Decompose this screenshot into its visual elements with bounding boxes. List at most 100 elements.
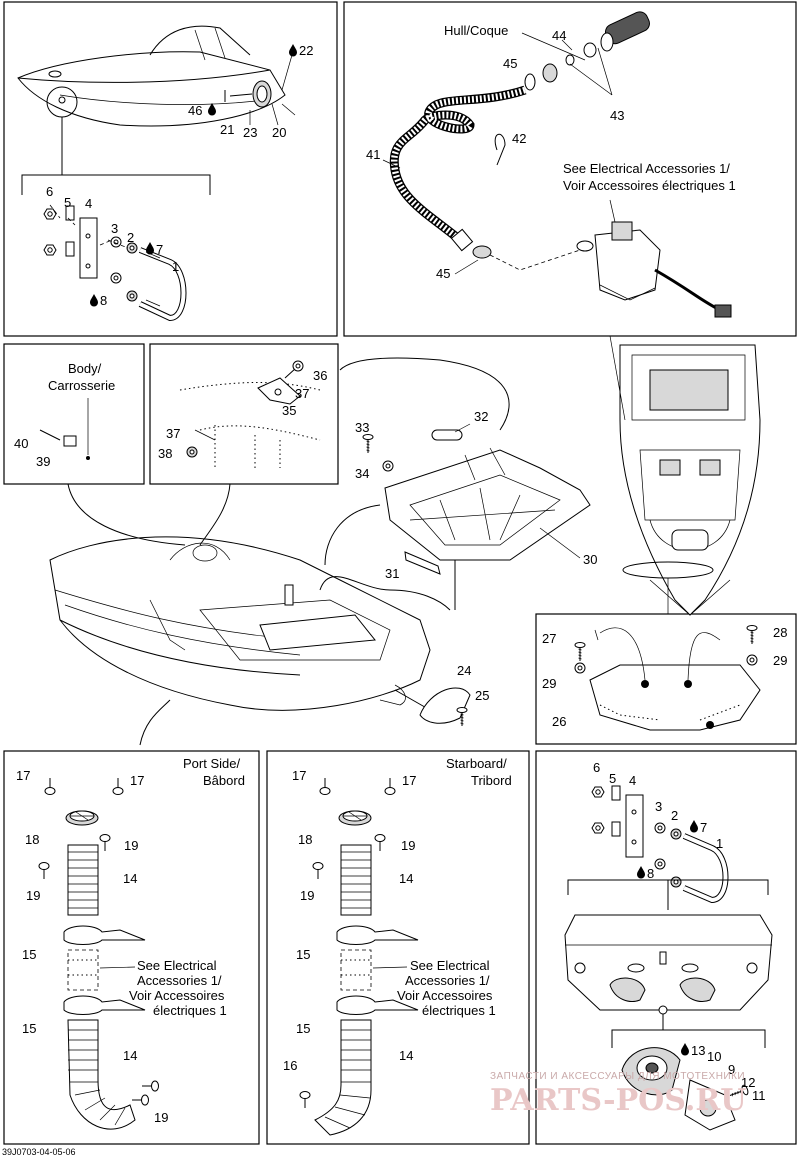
label-21: 21 [220, 122, 234, 137]
port-vent-hose [67, 844, 99, 916]
label-39: 39 [36, 454, 50, 469]
label-36: 36 [313, 368, 327, 383]
boat-body-center [49, 536, 431, 711]
label-17b: 17 [130, 773, 144, 788]
label-8: 8 [100, 293, 107, 308]
label-30: 30 [583, 552, 597, 567]
panel-hull-top-left [3, 1, 338, 337]
boat-stern-view [564, 914, 773, 1015]
label-6b: 6 [593, 760, 600, 775]
panel-bracket-inset [149, 343, 339, 485]
starboard-connector-dashed [340, 949, 372, 991]
label-44: 44 [552, 28, 566, 43]
label-45b: 45 [436, 266, 450, 281]
starboard-label-2: Tribord [471, 773, 512, 788]
label-45: 45 [503, 56, 517, 71]
starboard-label-1: Starboard/ [446, 756, 507, 771]
starboard-vent-hose [340, 844, 372, 916]
port-see-elec-1: See Electrical [137, 958, 217, 973]
thru-hull-fitting [524, 11, 650, 91]
port-lower-hose [67, 1019, 136, 1130]
panel-starboard [266, 750, 530, 1145]
port-label-2: Bâbord [203, 773, 245, 788]
boat-side-view [17, 25, 286, 127]
label-26: 26 [552, 714, 566, 729]
label-14b: 14 [123, 1048, 137, 1063]
port-see-elec-4: électriques 1 [153, 1003, 227, 1018]
label-12: 12 [741, 1075, 755, 1090]
label-23: 23 [243, 125, 257, 140]
u-bolt-assembly-bottom [591, 785, 729, 904]
electrical-label-1: See Electrical Accessories 1/ [563, 161, 730, 176]
label-35: 35 [282, 403, 296, 418]
port-connector-dashed [67, 949, 99, 991]
drain-plug-assembly [621, 1047, 750, 1131]
label-33: 33 [355, 420, 369, 435]
label-3b: 3 [655, 799, 662, 814]
label-17d: 17 [402, 773, 416, 788]
label-13: 13 [691, 1043, 705, 1058]
label-19c: 19 [154, 1110, 168, 1125]
body-label-1: Body/ [68, 361, 102, 376]
label-15d: 15 [296, 1021, 310, 1036]
storage-tray [384, 429, 591, 561]
label-14c: 14 [399, 871, 413, 886]
label-41: 41 [366, 147, 380, 162]
label-17a: 17 [16, 768, 30, 783]
watermark-line1: ЗАПЧАСТИ И АКСЕССУАРЫ ДЛЯ МОТОТЕХНИКИ [490, 1071, 745, 1082]
panel-bilge-hose [343, 1, 797, 337]
label-7: 7 [156, 242, 163, 257]
label-3: 3 [111, 221, 118, 236]
starboard-see-elec-4: électriques 1 [422, 1003, 496, 1018]
label-8b: 8 [647, 866, 654, 881]
label-28: 28 [773, 625, 787, 640]
label-40: 40 [14, 436, 28, 451]
panel-body-inset [3, 343, 145, 485]
port-vent-grille [65, 810, 99, 826]
body-label-2: Carrosserie [48, 378, 115, 393]
starboard-see-elec-1: See Electrical [410, 958, 490, 973]
port-see-elec-3: Voir Accessoires [129, 988, 225, 1003]
label-15b: 15 [22, 1021, 36, 1036]
label-15c: 15 [296, 947, 310, 962]
watermark-line2: PARTS-POS.RU [490, 1083, 746, 1118]
label-38: 38 [158, 446, 172, 461]
label-14d: 14 [399, 1048, 413, 1063]
bilge-pump [576, 221, 732, 318]
label-15a: 15 [22, 947, 36, 962]
label-10: 10 [707, 1049, 721, 1064]
label-17c: 17 [292, 768, 306, 783]
label-18: 18 [25, 832, 39, 847]
panel-cover [535, 613, 797, 745]
cover-panel [589, 664, 761, 731]
panel-port-side [3, 750, 260, 1145]
label-6: 6 [46, 184, 53, 199]
label-4: 4 [85, 196, 92, 211]
panel-drain-plug [535, 750, 797, 1145]
label-14a: 14 [123, 871, 137, 886]
label-29b: 29 [773, 653, 787, 668]
label-5: 5 [64, 195, 71, 210]
label-1: 1 [172, 259, 179, 274]
label-2b: 2 [671, 808, 678, 823]
label-19b: 19 [26, 888, 40, 903]
label-32: 32 [474, 409, 488, 424]
port-label-1: Port Side/ [183, 756, 240, 771]
label-27: 27 [542, 631, 556, 646]
label-1b: 1 [716, 836, 723, 851]
label-5b: 5 [609, 771, 616, 786]
label-18b: 18 [298, 832, 312, 847]
label-16: 16 [283, 1058, 297, 1073]
starboard-see-elec-3: Voir Accessoires [397, 988, 493, 1003]
starboard-lower-hose [314, 1019, 372, 1136]
label-37b: 37 [166, 426, 180, 441]
label-25: 25 [475, 688, 489, 703]
starboard-see-elec-2: Accessories 1/ [405, 973, 490, 988]
label-37: 37 [295, 386, 309, 401]
label-11: 11 [752, 1088, 766, 1103]
hull-label: Hull/Coque [444, 23, 508, 38]
u-bolt-assembly-top [43, 205, 187, 322]
label-43: 43 [610, 108, 624, 123]
bilge-hose [389, 85, 527, 252]
